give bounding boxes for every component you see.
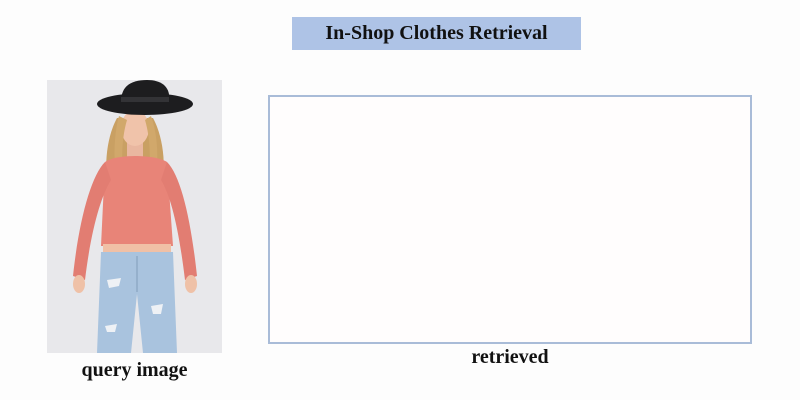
page-title: In-Shop Clothes Retrieval <box>292 17 581 50</box>
retrieved-results-panel[interactable] <box>268 95 752 344</box>
query-image-label: query image <box>81 359 188 381</box>
query-photo-illustration <box>47 80 222 353</box>
query-image[interactable] <box>47 80 222 353</box>
retrieved-results-label: retrieved <box>471 346 549 368</box>
